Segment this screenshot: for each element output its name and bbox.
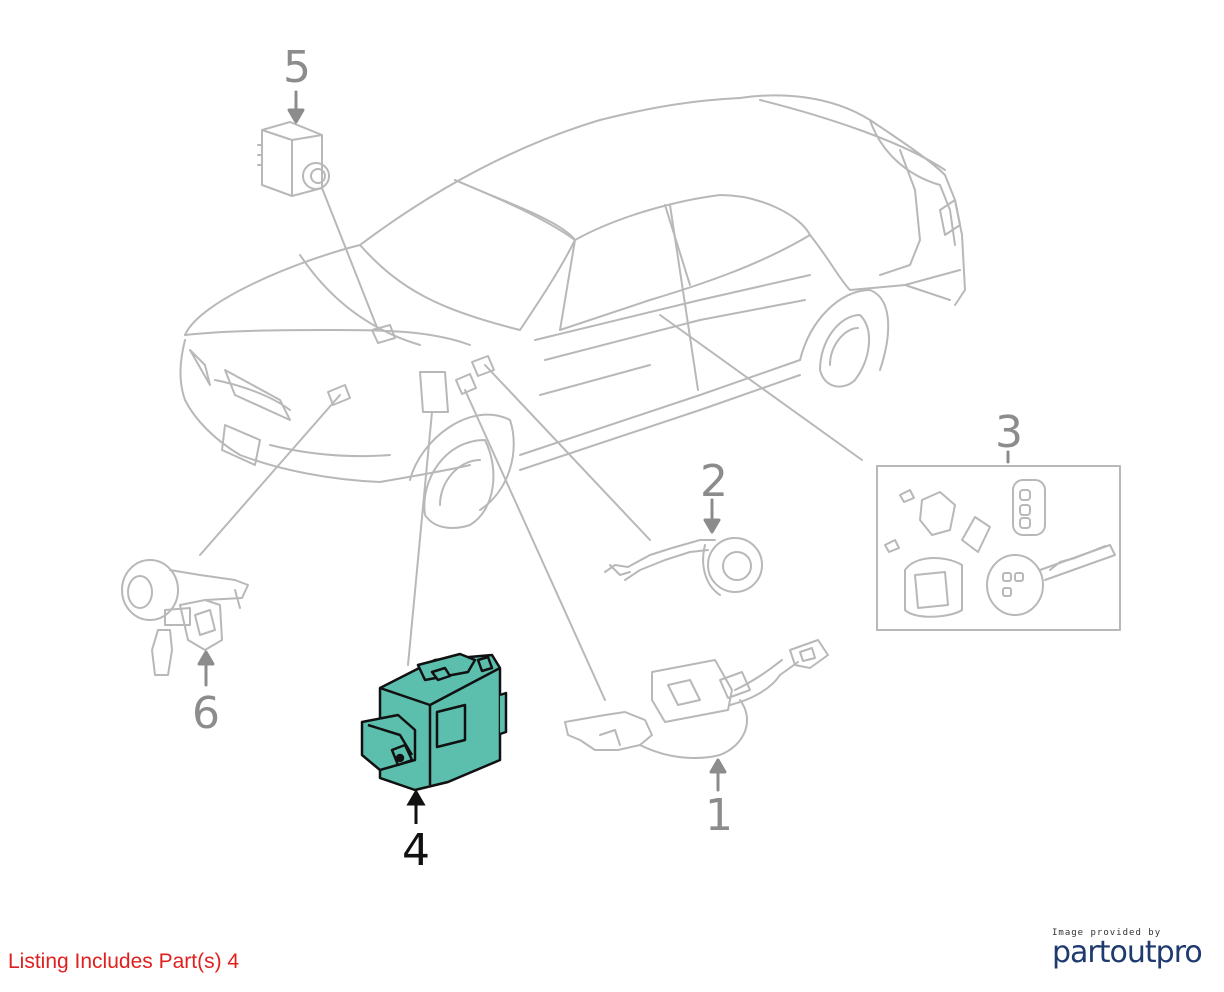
leader-lines [199,187,863,701]
part-3-box [876,465,1121,631]
part-1-switch [564,639,829,759]
provided-by-text: Image provided by [1052,928,1162,938]
sensor-mark [327,384,351,406]
callout-arrow-4 [406,789,426,824]
callout-4: 4 [402,825,430,876]
callout-1: 1 [705,790,733,841]
part-5-module [257,121,330,197]
part-6-horn [121,559,249,676]
car-outline [179,94,966,529]
callout-5: 5 [283,42,311,93]
brand-name-part1: partout [1052,935,1157,970]
listing-caption: Listing Includes Part(s) 4 [8,950,240,973]
callout-arrows [197,90,1010,792]
part-2-coil [604,537,763,596]
part-3-keys [884,479,1116,618]
brand-name-part2: pro [1155,935,1203,970]
sensor-mark [455,373,477,395]
brand-name: partoutpro [1052,938,1212,968]
sensor-mark [371,324,396,344]
sensor-mark [471,355,495,377]
partoutpro-logo: Image provided by partoutpro [1052,928,1212,968]
ecu-location-mark [419,371,449,413]
callout-6: 6 [192,688,220,739]
part-4-ecu [360,652,508,792]
callout-3: 3 [995,407,1023,458]
callout-2: 2 [700,456,728,507]
